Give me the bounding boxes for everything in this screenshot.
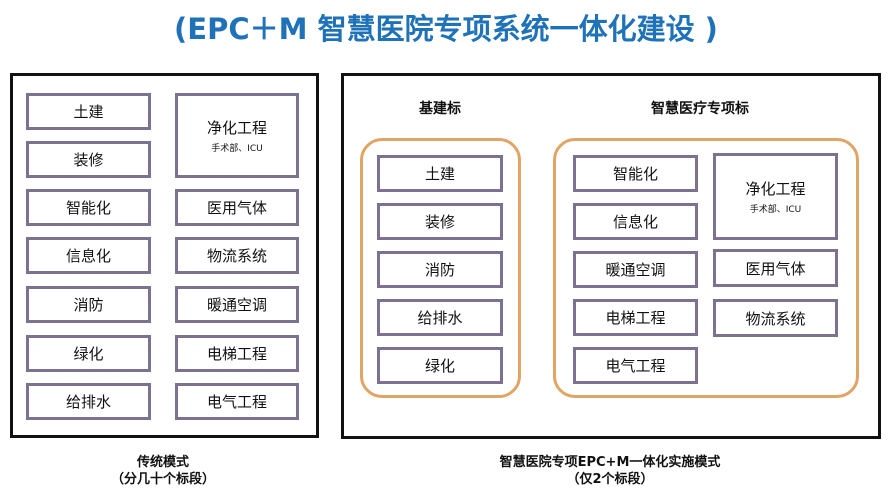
box-label: 给排水 (65, 393, 111, 411)
civil-item-box: 绿化 (377, 347, 503, 384)
caption-subtitle: （分几十个标段） (110, 472, 215, 487)
smart-item-box: 电梯工程 (573, 299, 698, 336)
box-label: 净化工程 (206, 119, 267, 137)
box-label: 绿化 (424, 357, 455, 375)
box-label: 信息化 (612, 213, 658, 231)
work-item-box: 电梯工程 (175, 335, 299, 372)
box-label: 土建 (424, 165, 455, 183)
work-item-box: 医用气体 (175, 189, 299, 226)
epc-caption: 智慧医院专项EPC+M一体化实施模式 （仅2个标段） (480, 454, 740, 488)
box-label: 装修 (424, 213, 455, 231)
box-label: 暖通空调 (605, 261, 666, 279)
civil-item-box: 消防 (377, 251, 503, 288)
smart-bid-group (553, 138, 859, 398)
work-item-box: 电气工程 (175, 383, 299, 420)
box-label: 智能化 (612, 165, 658, 183)
box-label: 暖通空调 (206, 296, 267, 314)
civil-item-box: 土建 (377, 155, 503, 192)
box-label: 装修 (73, 151, 104, 169)
smart-bid-header: 智慧医疗专项标 (651, 101, 749, 117)
traditional-mode-frame (10, 73, 319, 438)
work-item-box: 绿化 (26, 335, 151, 372)
work-item-box: 智能化 (26, 189, 151, 226)
box-label: 信息化 (65, 247, 111, 265)
epc-mode-frame (341, 73, 881, 439)
work-item-box: 暖通空调 (175, 286, 299, 323)
box-sublabel: 手术部、ICU (211, 144, 263, 154)
civil-item-box: 装修 (377, 203, 503, 240)
box-label: 消防 (424, 261, 455, 279)
work-item-box: 信息化 (26, 237, 151, 274)
box-label: 给排水 (417, 309, 463, 327)
caption-title: 智慧医院专项EPC+M一体化实施模式 (499, 455, 721, 470)
purification-box: 净化工程手术部、ICU (175, 93, 299, 178)
box-label: 医用气体 (745, 259, 806, 278)
smart-item-box: 电气工程 (573, 347, 698, 384)
box-label: 物流系统 (206, 247, 267, 265)
box-label: 绿化 (73, 345, 104, 363)
page-title: (EPC＋M 智慧医院专项系统一体化建设 ) (174, 12, 718, 46)
purification-box: 净化工程手术部、ICU (713, 153, 838, 240)
smart-item-box: 医用气体 (713, 249, 838, 287)
box-label: 电梯工程 (206, 345, 267, 363)
smart-item-box: 信息化 (573, 203, 698, 240)
work-item-box: 消防 (26, 286, 151, 323)
work-item-box: 土建 (26, 93, 151, 130)
box-label: 物流系统 (745, 309, 806, 328)
work-item-box: 物流系统 (175, 237, 299, 274)
civil-bid-header: 基建标 (419, 101, 461, 117)
box-label: 医用气体 (206, 199, 267, 217)
traditional-caption: 传统模式 （分几十个标段） (60, 454, 266, 488)
box-label: 电气工程 (206, 393, 267, 411)
work-item-box: 给排水 (26, 383, 151, 420)
work-item-box: 装修 (26, 141, 151, 178)
smart-item-box: 智能化 (573, 155, 698, 192)
box-label: 净化工程 (745, 180, 806, 198)
caption-title: 传统模式 (136, 455, 189, 470)
box-label: 电气工程 (605, 357, 666, 375)
smart-item-box: 物流系统 (713, 299, 838, 337)
smart-item-box: 暖通空调 (573, 251, 698, 288)
box-label: 智能化 (65, 199, 111, 217)
box-label: 土建 (73, 103, 104, 121)
civil-item-box: 给排水 (377, 299, 503, 336)
civil-bid-group (360, 138, 521, 398)
box-label: 消防 (73, 296, 104, 314)
box-label: 电梯工程 (605, 309, 666, 327)
caption-subtitle: （仅2个标段） (566, 472, 654, 487)
box-sublabel: 手术部、ICU (749, 205, 802, 215)
